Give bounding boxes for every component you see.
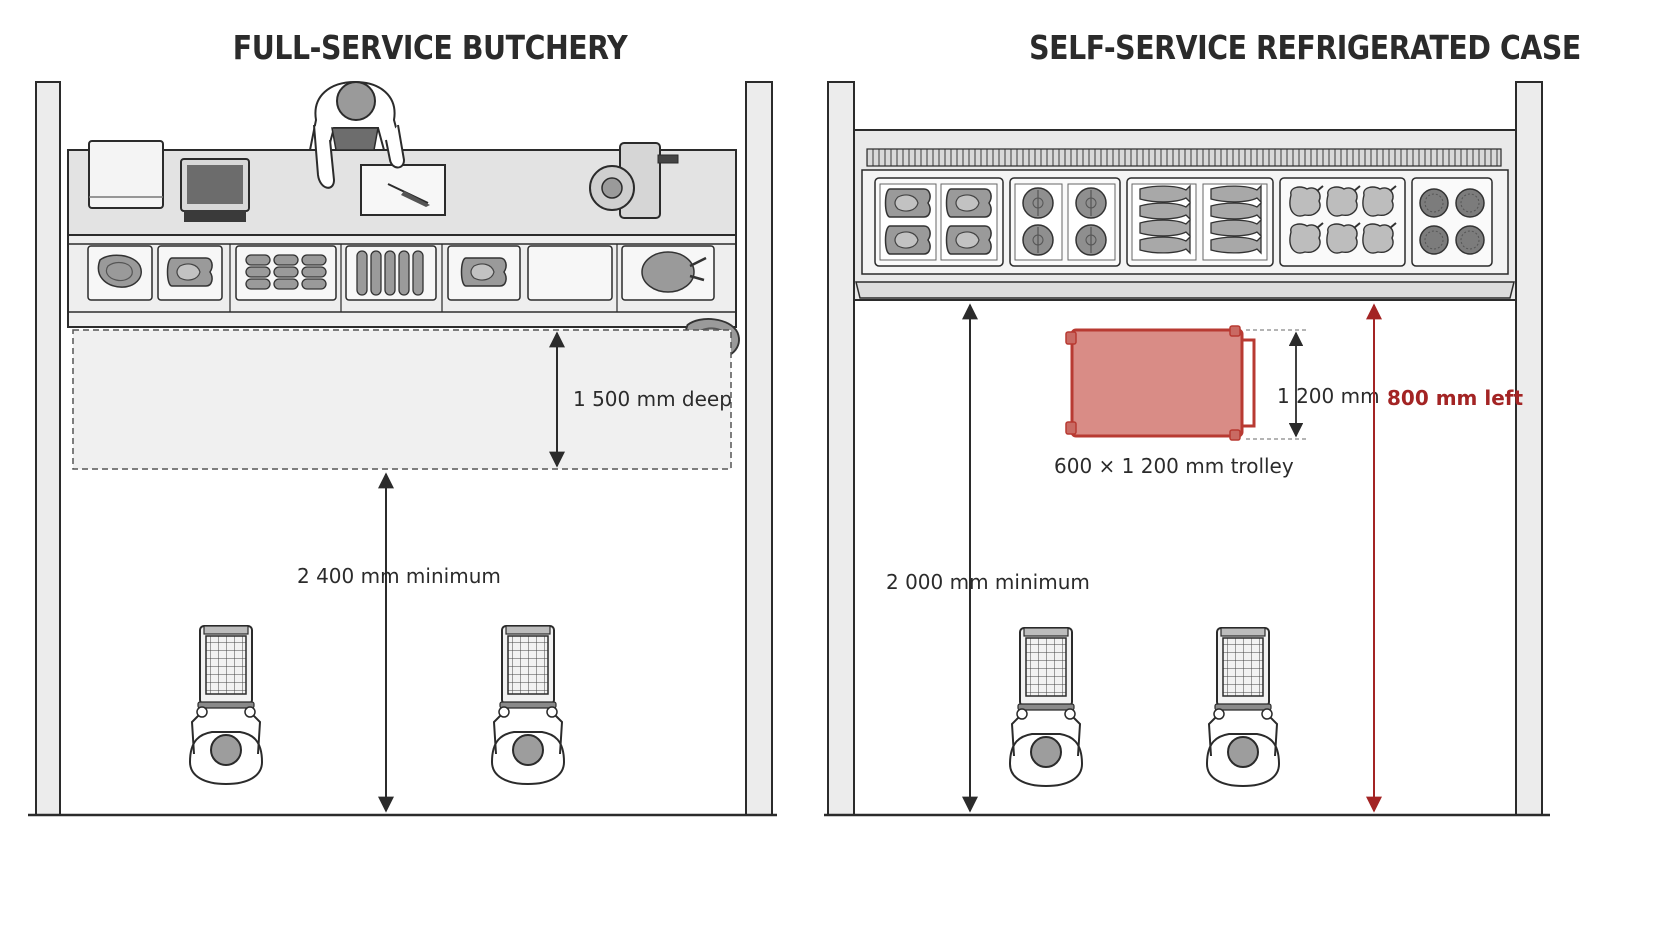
right-wall <box>1515 81 1543 816</box>
meat-slicer-icon <box>589 142 679 219</box>
trolley-width-label: 1 200 mm <box>1277 384 1380 408</box>
aisle-minimum-label: 2 400 mm minimum <box>297 564 501 588</box>
pos-terminal-icon <box>180 158 250 222</box>
title-full-service-butchery: FULL-SERVICE BUTCHERY <box>232 28 628 67</box>
butcher-figure <box>308 80 406 189</box>
counter-depth-label: 1 500 mm deep <box>573 387 732 411</box>
remaining-width-label: 800 mm left <box>1387 386 1523 410</box>
shopper-figure <box>491 706 565 785</box>
counter-service-zone <box>72 329 732 470</box>
right-panel: 1 200 mm 600 × 1 200 mm trolley 2 000 mm… <box>824 81 1550 817</box>
aisle-minimum-label: 2 000 mm minimum <box>886 570 1090 594</box>
shopper-with-cart <box>1017 627 1075 711</box>
left-wall <box>827 81 855 816</box>
shopper-figure <box>1009 708 1083 787</box>
trolley-caption: 600 × 1 200 mm trolley <box>1054 454 1294 478</box>
shopper-figure <box>189 706 263 785</box>
shopper-with-cart <box>1214 627 1272 711</box>
title-self-service-case: SELF-SERVICE REFRIGERATED CASE <box>1029 28 1581 67</box>
left-panel: 1 500 mm deep 2 400 mm minimum <box>28 80 777 817</box>
right-wall <box>745 81 773 816</box>
trolley <box>1065 325 1256 441</box>
butcher-display-case <box>67 234 740 360</box>
cutting-board <box>360 164 446 216</box>
scale <box>88 140 164 209</box>
shopper-with-cart <box>197 625 255 709</box>
shopper-figure <box>1206 708 1280 787</box>
shopper-with-cart <box>499 625 557 709</box>
left-wall <box>35 81 61 816</box>
refrigerated-case <box>853 129 1517 301</box>
